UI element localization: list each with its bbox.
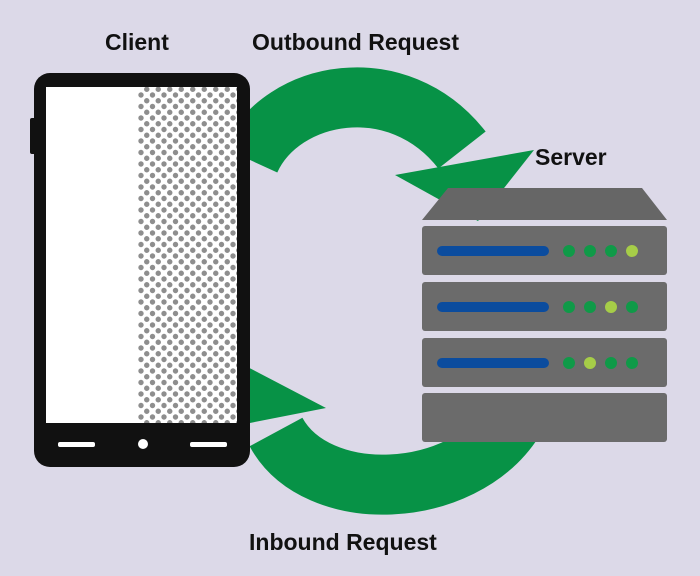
status-led-icon	[605, 301, 617, 313]
status-led-icon	[584, 357, 596, 369]
server-unit-2	[422, 282, 667, 331]
drive-bay-bar	[437, 358, 549, 368]
smartphone-icon	[30, 73, 250, 467]
server-unit-4	[422, 393, 667, 442]
status-led-icon	[605, 357, 617, 369]
server-unit-3	[422, 338, 667, 387]
status-led-icon	[626, 245, 638, 257]
server-label: Server	[535, 144, 607, 170]
drive-bay-bar	[437, 246, 549, 256]
client-label: Client	[105, 29, 169, 55]
outbound-request-label: Outbound Request	[252, 29, 459, 55]
status-led-icon	[563, 245, 575, 257]
status-led-icon	[626, 357, 638, 369]
inbound-request-label: Inbound Request	[249, 529, 437, 555]
status-led-icon	[584, 245, 596, 257]
status-led-icon	[605, 245, 617, 257]
status-led-icon	[563, 357, 575, 369]
server-unit-1	[422, 226, 667, 275]
status-led-icon	[626, 301, 638, 313]
outbound-arrow-icon	[222, 67, 534, 221]
status-led-icon	[563, 301, 575, 313]
server-rack-icon	[422, 188, 667, 442]
drive-bay-bar	[437, 302, 549, 312]
status-led-icon	[584, 301, 596, 313]
